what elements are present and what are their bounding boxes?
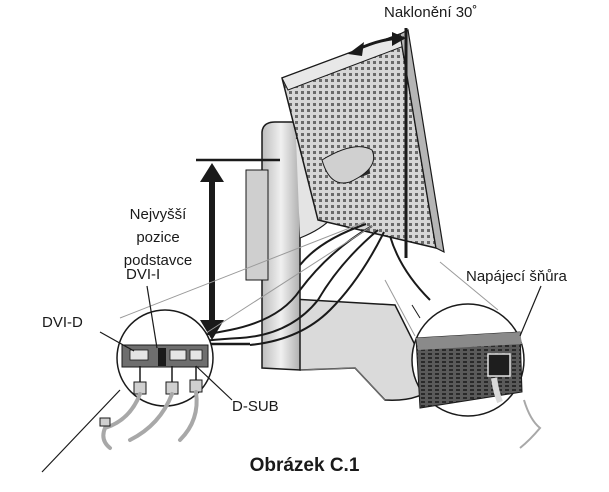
- tilt-label: Naklonění 30˚: [384, 4, 478, 21]
- dvi-i-label: DVI-I: [126, 266, 161, 283]
- height-label-line-2: pozice: [136, 229, 180, 246]
- figure-caption: Obrázek C.1: [249, 455, 360, 476]
- height-double-arrow-icon: [200, 163, 224, 340]
- connector-zoom-circle: [116, 309, 214, 407]
- dvi-d-label: DVI-D: [42, 314, 83, 331]
- power-cord-label: Napájecí šňůra: [466, 268, 567, 285]
- height-label-line-1: Nejvyšší: [129, 206, 187, 223]
- stand-column-clip: [245, 169, 269, 281]
- height-label-line-3: podstavce: [123, 252, 193, 269]
- monitor-tilted: [281, 29, 445, 254]
- loose-cables: [101, 390, 199, 450]
- d-sub-label: D-SUB: [232, 398, 279, 415]
- power-zoom-circle: [411, 303, 525, 417]
- height-label: Nejvyšší pozice podstavce: [118, 206, 198, 270]
- tilt-arc-arrow-icon: [348, 32, 406, 56]
